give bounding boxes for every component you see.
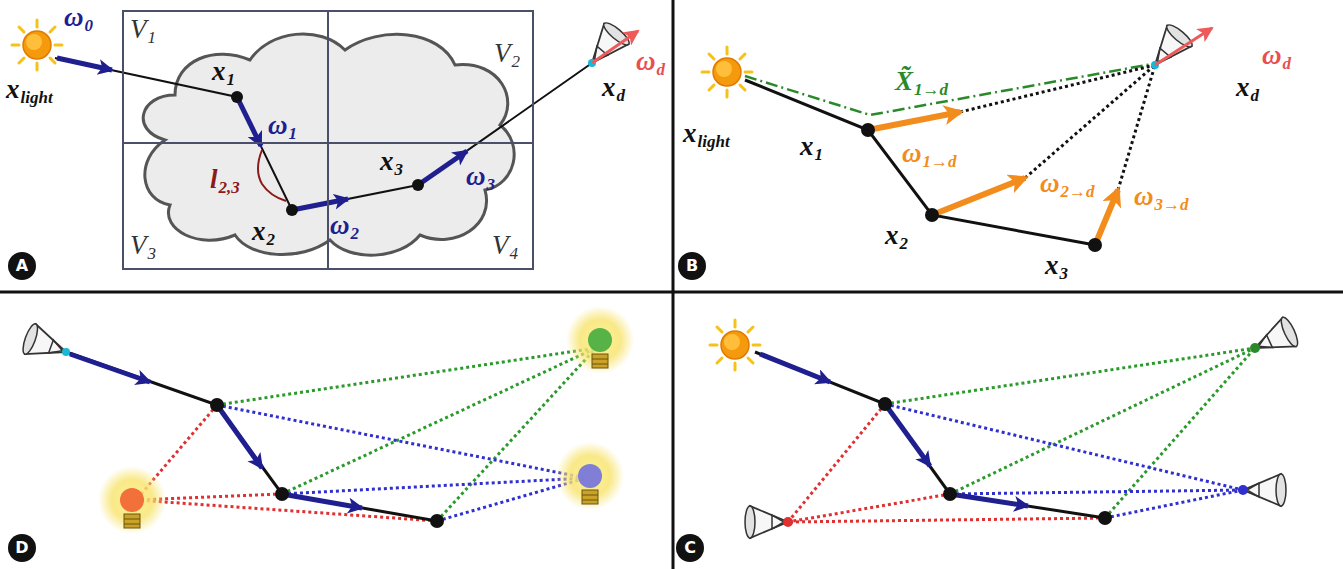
region-index: 4: [510, 245, 519, 262]
region-name: V: [494, 40, 511, 67]
voxel-cell: V2: [327, 10, 534, 144]
voxel-cell: V3: [122, 142, 329, 270]
panel-badge: B: [678, 252, 706, 280]
symbol-subscript: 1→d: [923, 153, 957, 170]
panel-letter: D: [15, 540, 28, 556]
point-symbol: x: [800, 133, 814, 160]
symbol-subscript: 1: [815, 146, 824, 163]
point-symbol: x: [380, 148, 394, 175]
symbol-subscript: d: [617, 87, 626, 104]
direction-symbol: ω: [636, 48, 656, 75]
symbol-subscript: d: [1283, 55, 1292, 72]
panel-letter: A: [16, 258, 28, 274]
symbol-subscript: 2: [900, 235, 909, 252]
direction-symbol: ω: [1040, 170, 1060, 197]
point-symbol: x: [885, 222, 899, 249]
symbol-subscript: light: [21, 89, 53, 106]
panel-badge: A: [8, 252, 36, 280]
symbol-subscript: 3→d: [1155, 196, 1189, 213]
region-name: V: [492, 232, 509, 259]
direction-symbol: ω: [268, 112, 288, 139]
direction-symbol: ω: [466, 163, 486, 190]
symbol-subscript: d: [1251, 87, 1260, 104]
symbol-subscript: 2→d: [1061, 183, 1095, 200]
point-symbol: x: [1045, 252, 1059, 279]
symbol-subscript: d: [657, 61, 666, 78]
point-symbol: x: [212, 58, 226, 85]
region-name: V: [130, 232, 147, 259]
voxel-cell: V1: [122, 10, 329, 144]
region-index: 2: [512, 53, 521, 70]
symbol-subscript: 1→d: [914, 81, 948, 98]
symbol-subscript: 3: [1060, 265, 1069, 282]
point-symbol: x: [252, 218, 266, 245]
region-index: 3: [148, 245, 157, 262]
direction-symbol: ω: [902, 140, 922, 167]
region-index: 1: [148, 29, 157, 46]
point-symbol: x: [6, 76, 20, 103]
direction-symbol: ω: [1134, 183, 1154, 210]
direction-symbol: ω: [330, 212, 350, 239]
symbol-subscript: 1: [227, 71, 236, 88]
symbol-subscript: 2: [267, 231, 276, 248]
direction-symbol: ω: [1262, 42, 1282, 69]
symbol-subscript: 1: [289, 125, 298, 142]
symbol-subscript: 3: [395, 161, 404, 178]
panel-letter: C: [684, 540, 696, 556]
panel-badge: C: [676, 534, 704, 562]
point-symbol: l: [210, 166, 218, 193]
symbol-subscript: light: [698, 133, 730, 150]
panel-letter: B: [686, 258, 698, 274]
symbol-subscript: 2,3: [219, 179, 240, 196]
point-symbol: x: [1236, 74, 1250, 101]
voxel-cell: V4: [327, 142, 534, 270]
symbol-subscript: 3: [487, 176, 496, 193]
region-name: V: [130, 16, 147, 43]
point-symbol: X̃: [895, 68, 913, 95]
point-symbol: x: [683, 120, 697, 147]
symbol-subscript: 0: [85, 17, 94, 34]
symbol-subscript: 2: [351, 225, 360, 242]
point-symbol: x: [602, 74, 616, 101]
panel-badge: D: [8, 534, 36, 562]
direction-symbol: ω: [64, 4, 84, 31]
